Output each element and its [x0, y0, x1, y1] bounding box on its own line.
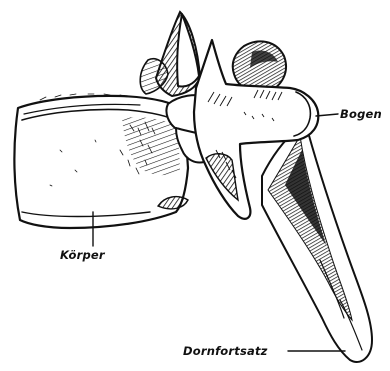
superior-articular-process: [140, 12, 200, 96]
label-bogen: Bogen: [340, 107, 382, 121]
label-dornfortsatz: Dornfortsatz: [183, 344, 268, 358]
vertebral-body: [14, 94, 188, 228]
spinous-process: [262, 128, 372, 362]
label-koerper: Körper: [60, 248, 106, 262]
